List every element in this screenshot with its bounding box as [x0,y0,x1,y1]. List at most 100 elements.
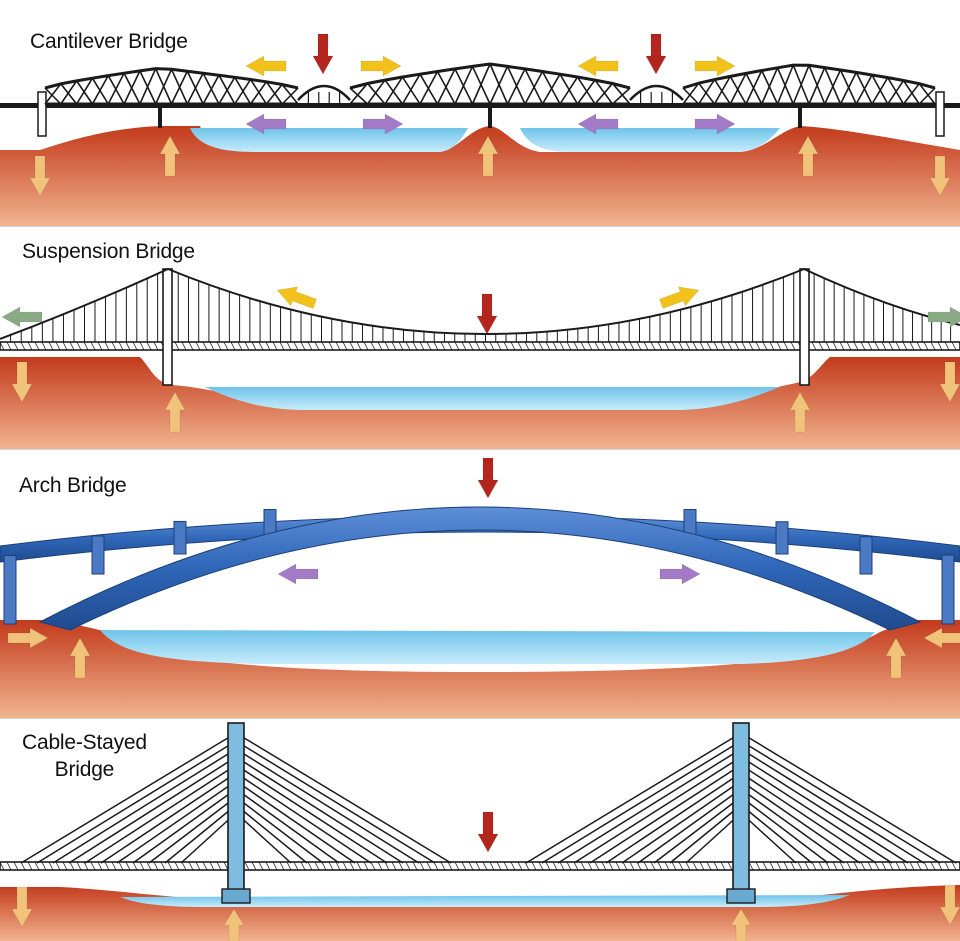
deck-truss-web [720,341,726,351]
stay-cable [148,796,237,864]
deck-truss-web [496,341,502,351]
deck-truss-web [90,341,96,351]
deck-truss-web [510,341,516,351]
stay-cable [740,796,829,864]
stay-cable [84,764,237,864]
truss-diagonal [594,79,614,105]
deck-truss-web [188,341,194,351]
truss-diagonal [139,70,157,105]
truss-diagonal [824,67,842,105]
truss-diagonal [682,87,700,105]
truss-diagonal [265,81,283,105]
deck-truss-web [888,861,894,871]
deck-truss-web [566,861,572,871]
deck-truss-web [629,341,635,351]
deck-truss-web [174,341,180,351]
end-pier-right [935,91,945,137]
deck-truss-web [517,341,523,351]
tower-left [227,722,245,900]
deck-column [859,536,873,575]
deck-truss-web [748,341,754,351]
compression-arrow [694,113,736,135]
suspended-span [297,84,351,101]
deck-truss-web [517,861,523,871]
deck-truss-web [153,341,159,351]
deck-truss-web [503,861,509,871]
truss-diagonal [887,77,905,105]
deck-truss-web [62,341,68,351]
deck-truss-web [335,861,341,871]
tension-arrow [245,55,287,77]
deck-truss-web [104,861,110,871]
deck-truss-web [776,861,782,871]
stay-cable [235,772,372,864]
stay-cable [235,812,292,864]
deck-truss-web [230,341,236,351]
truss-diagonal [682,82,700,105]
truss-diagonal [218,74,236,105]
deck-truss-web [419,861,425,871]
deck-truss-web [762,861,768,871]
deck-truss-web [419,341,425,351]
deck-truss-web [713,861,719,871]
truss-diagonal [186,70,204,105]
truss-diagonal [384,76,404,105]
deck-truss-web [867,341,873,351]
anchor-arrow [1,306,43,328]
truss-diagonal [154,68,173,105]
stay-cable [36,740,237,864]
deck-truss-web [909,861,915,871]
stay-cable [235,740,436,864]
deck-truss-web [902,861,908,871]
deck-truss-web [293,341,299,351]
deck-truss-web [482,341,488,351]
tower-right [732,722,750,900]
arch-bridge-diagram [0,457,960,718]
truss-diagonal [698,79,716,105]
deck-truss-web [797,861,803,871]
truss-top-chord [44,67,299,90]
deck-truss-web [377,341,383,351]
deck-truss-web [209,861,215,871]
deck-truss-web [706,861,712,871]
deck-truss-web [6,341,12,351]
cantilever-bridge-panel: Cantilever Bridge [0,0,960,226]
deck-truss-web [405,341,411,351]
deck-truss-web [328,861,334,871]
stay-cable [740,788,845,864]
deck-truss-web [895,861,901,871]
stay-cable [235,756,404,864]
deck-truss-web [426,341,432,351]
deck-truss-web [195,341,201,351]
deck-truss-web [951,341,957,351]
stay-cable [740,740,941,864]
deck-truss-web [650,861,656,871]
deck-truss-web [545,861,551,871]
truss-diagonal [776,67,794,105]
support-arrow [789,391,811,433]
truss-diagonal [349,82,369,105]
water [100,630,875,664]
deck-truss-web [643,341,649,351]
deck-truss-web [706,341,712,351]
deck-truss-web [398,341,404,351]
ground [0,885,960,941]
deck-truss-web [146,861,152,871]
deck-truss-web [440,341,446,351]
deck-truss-web [265,861,271,871]
deck-truss-web [370,861,376,871]
cantilever-bridge-diagram [0,33,960,226]
truss-diagonal [611,82,631,105]
deck-truss-web [783,861,789,871]
stay-cable [740,732,957,864]
truss-diagonal [745,73,763,105]
deck-truss-web [27,861,33,871]
deck-truss-web [573,341,579,351]
deck-column [775,521,789,555]
support-arrow [69,637,91,679]
deck-truss-web [272,861,278,871]
truss-diagonal [902,80,920,105]
stay-cable [740,804,813,864]
deck-truss-web [216,861,222,871]
suspension-bridge-diagram [0,267,960,449]
